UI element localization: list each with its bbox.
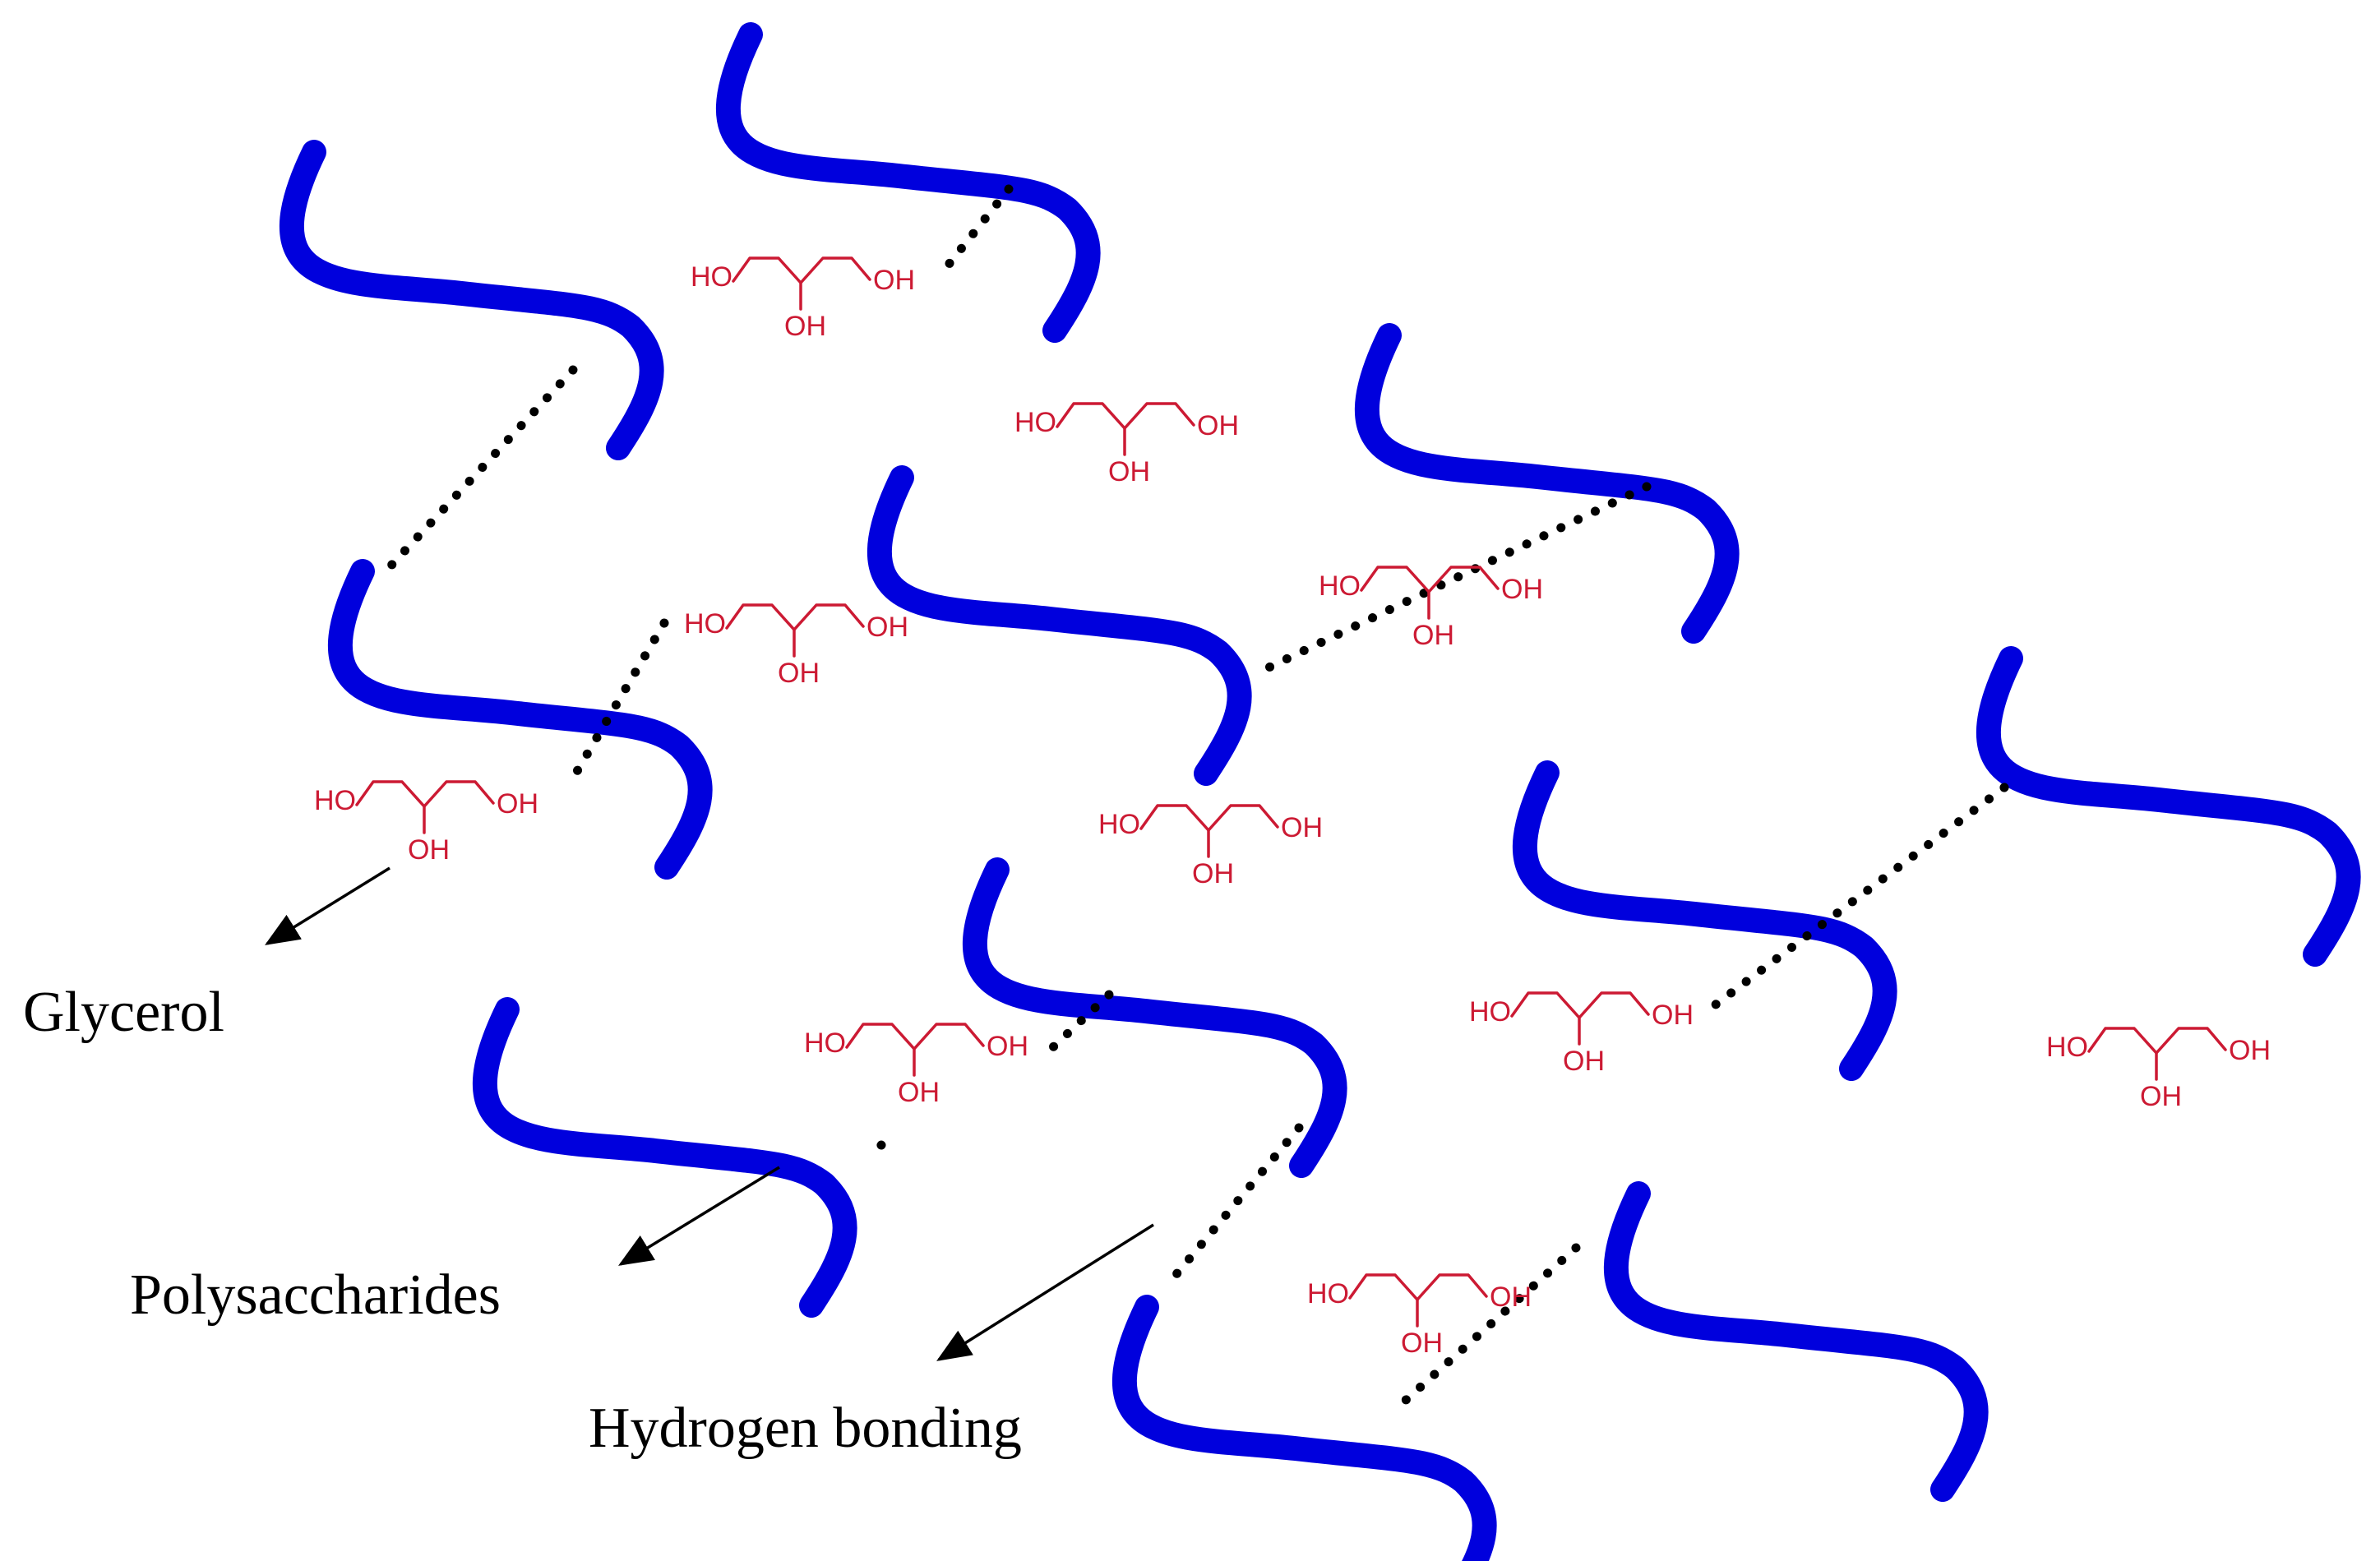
glycerol-oh-label: OH [1490,1282,1532,1313]
polysaccharide-chains [279,22,2361,1561]
hydrogen-bond [933,184,1014,283]
glycerol-oh-label: OH [1563,1046,1605,1077]
glycerol-oh-label: OH [1412,620,1454,651]
glycerol-label: Glycerol [23,981,224,1044]
hydrogen-bond [566,618,669,786]
glycerol-skeleton [2087,1027,2227,1081]
glycerol-oh-label: OH [867,612,908,643]
glycerol-oh-label: OH [1652,1000,1694,1031]
glycerol-skeleton [355,780,495,834]
glycerol-oh-label: OH [1401,1328,1443,1359]
glycerol-ho-label: HO [1098,809,1140,840]
glycerol-molecule: HO OH OH [684,603,908,689]
hydrogen-bond [1259,482,1652,675]
glycerol-skeleton [845,1023,985,1077]
glycerol-molecule: HO OH OH [1469,991,1694,1077]
glycerol-ho-label: HO [1307,1278,1349,1309]
glycerol-oh-label: OH [898,1077,940,1108]
glycerol-ho-label: HO [2046,1032,2088,1063]
polysaccharide-chain [715,22,1101,343]
glycerol-oh-label: OH [408,834,450,866]
glycerol-arrow [265,866,391,945]
polysaccharide-chain [1603,1181,1989,1502]
polysaccharide-chain [279,140,664,460]
glycerol-molecule: HO OH OH [314,780,538,866]
hydrogen-bonding-arrow [936,1223,1154,1361]
hydrogen-bond [383,365,578,574]
polysaccharide-chain [327,559,713,880]
glycerol-oh-label: OH [2229,1035,2271,1066]
glycerol-ho-label: HO [804,1028,846,1059]
polysaccharide-chain [1354,323,1740,644]
hydrogen-bond [1163,1123,1304,1289]
glycerol-oh-label: OH [1192,858,1234,889]
glycerol-molecule: HO OH OH [1014,402,1239,487]
glycerol-skeleton [732,256,871,311]
polysaccharides-label: Polysaccharides [130,1263,501,1327]
glycerol-oh-label: OH [987,1031,1028,1062]
glycerol-skeleton [1360,566,1500,620]
glycerol-ho-label: HO [1469,996,1511,1028]
glycerol-ho-label: HO [691,261,732,293]
glycerol-oh-label: OH [497,788,538,820]
glycerol-molecule: HO OH OH [691,256,915,342]
glycerol-oh-label: OH [778,658,820,689]
glycerol-oh-label: OH [873,265,915,296]
hydrogen-bond [1399,1243,1581,1406]
glycerol-oh-label: OH [1281,812,1323,843]
hydrogen-bond [1038,990,1114,1061]
hydrogen-bonding-label: Hydrogen bonding [589,1397,1022,1460]
polysaccharide-chain [962,857,1347,1178]
polysaccharide-chain [867,465,1252,786]
polysaccharide-chain [1976,646,2361,967]
glycerol-skeleton [1348,1273,1488,1328]
glycerol-skeleton [725,603,865,658]
glycerol-ho-label: HO [684,608,726,640]
glycerol-oh-label: OH [784,311,826,342]
glycerol-molecule: HO OH OH [804,1023,1028,1108]
hydrogen-bonds [383,184,2009,1406]
polysaccharides-arrow [618,1166,780,1266]
glycerol-molecule: HO OH OH [2046,1027,2271,1112]
glycerol-skeleton [1139,804,1279,858]
glycerol-skeleton [1510,991,1650,1046]
polysaccharide-chain [1111,1295,1497,1561]
glycerol-molecule: HO OH OH [1098,804,1323,889]
glycerol-oh-label: OH [1197,410,1239,441]
glycerol-ho-label: HO [1014,407,1056,438]
glycerol-skeleton [1056,402,1195,456]
glycerol-molecule: HO OH OH [1319,566,1543,651]
polysaccharide-chain [1512,760,1897,1081]
polysaccharide-chain [472,997,857,1318]
hydrogen-bond [869,1140,886,1153]
glycerol-oh-label: OH [2140,1081,2182,1112]
glycerol-molecules: HO OH OH HO OH OH HO OH OH HO OH OH HO OH OH HO OH OH HO OH… [314,256,2271,1359]
glycerol-ho-label: HO [314,785,356,816]
glycerol-ho-label: HO [1319,570,1361,602]
glycerol-oh-label: OH [1108,456,1150,487]
hydrogen-bond [1704,783,2009,1014]
glycerol-oh-label: OH [1501,574,1543,605]
glycerol-molecule: HO OH OH [1307,1273,1532,1359]
